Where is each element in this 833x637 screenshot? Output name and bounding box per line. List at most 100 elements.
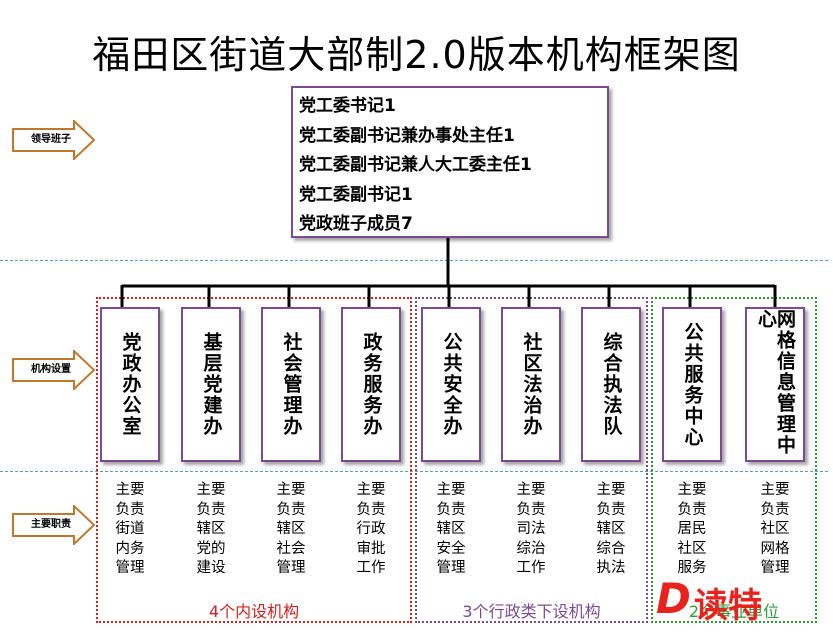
duty-line: 主要 [436, 482, 466, 498]
duty-line: 负责 [436, 501, 466, 518]
duty-line: 审批 [356, 540, 386, 557]
duty-line: 主要 [276, 482, 306, 498]
unit-name: 党政办公室 [119, 332, 142, 437]
duty-line: 工作 [516, 560, 546, 576]
unit-duty-community-law: 主要 负责 司法 综治 工作 [501, 481, 561, 579]
duty-line: 辖区 [276, 521, 306, 537]
unit-name: 公共服务中心 [681, 321, 704, 448]
unit-duty-party-office: 主要 负责 街道 内务 管理 [100, 481, 160, 579]
duty-line: 辖区 [596, 521, 626, 537]
unit-name: 政务服务办 [360, 332, 383, 437]
duty-line: 管理 [276, 560, 306, 576]
watermark-logo: D 读特 [652, 574, 772, 626]
structure-label: 机构设置 [31, 364, 71, 375]
duty-line: 负责 [596, 501, 626, 518]
leadership-item: 党工委副书记兼人大工委主任1 [299, 155, 532, 175]
arrow-right-icon [12, 505, 96, 545]
duty-line: 负责 [115, 501, 145, 518]
duty-line: 管理 [436, 560, 466, 576]
watermark-text: 读特 [694, 586, 762, 626]
duty-line: 管理 [115, 560, 145, 576]
leadership-box: 党工委书记1 党工委副书记兼办事处主任1 党工委副书记兼人大工委主任1 党工委副… [291, 86, 609, 238]
structure-arrow: 机构设置 [12, 350, 96, 390]
unit-box-public-service-center: 公共服务中心 [662, 307, 722, 462]
duty-line: 内务 [115, 540, 145, 557]
duty-line: 负责 [760, 501, 790, 518]
duty-line: 综治 [516, 540, 546, 557]
duty-line: 司法 [516, 521, 546, 537]
leadership-arrow: 领导班子 [12, 120, 96, 160]
unit-name: 综合执法队 [600, 332, 623, 437]
duty-line: 主要 [115, 482, 145, 498]
duties-arrow: 主要职责 [12, 505, 96, 545]
unit-box-community-law: 社区法治办 [501, 307, 561, 462]
duty-line: 居民 [677, 521, 707, 537]
unit-duty-grid-info-center: 主要 负责 社区 网格 管理 [745, 481, 805, 579]
duty-line: 主要 [677, 482, 707, 498]
duty-line: 服务 [677, 560, 707, 576]
duty-line: 主要 [596, 482, 626, 498]
duty-line: 工作 [356, 560, 386, 576]
unit-box-grid-info-center: 网格信息管理中心 [745, 307, 805, 462]
duty-line: 主要 [196, 482, 226, 498]
group-admin-frame [415, 297, 648, 623]
arrow-right-icon [12, 350, 96, 390]
duty-line: 负责 [516, 501, 546, 518]
unit-name: 公共安全办 [440, 332, 463, 437]
unit-duty-public-service-center: 主要 负责 居民 社区 服务 [662, 481, 722, 579]
group-internal-frame [96, 297, 412, 623]
unit-name: 社区法治办 [520, 332, 543, 437]
leadership-item: 党工委副书记兼办事处主任1 [299, 125, 515, 146]
group-public-label: 2个事业单位 [688, 602, 780, 621]
separator-bottom [0, 471, 828, 472]
unit-duty-law-enforcement: 主要 负责 辖区 综合 执法 [581, 481, 641, 579]
unit-box-party-office: 党政办公室 [100, 307, 160, 462]
leadership-item: 党工委书记1 [299, 96, 396, 116]
page-title: 福田区街道大部制2.0版本机构框架图 [92, 33, 741, 77]
duty-line: 综合 [596, 540, 626, 557]
duty-line: 负责 [276, 501, 306, 518]
duty-line: 辖区 [436, 521, 466, 537]
duty-line: 行政 [356, 521, 386, 537]
duty-line: 街道 [115, 521, 145, 537]
group-admin-label: 3个行政类下设机构 [462, 602, 601, 621]
duty-line: 执法 [596, 560, 626, 576]
separator-top [0, 260, 828, 261]
duty-line: 安全 [436, 540, 466, 557]
leadership-label: 领导班子 [31, 134, 71, 145]
leadership-item: 党工委副书记1 [299, 184, 413, 205]
unit-name: 网格信息管理中心 [755, 309, 796, 456]
unit-duty-public-safety: 主要 负责 辖区 安全 管理 [421, 481, 481, 579]
duties-label: 主要职责 [31, 519, 71, 530]
duty-line: 社会 [276, 540, 306, 557]
group-internal-label: 4个内设机构 [208, 602, 300, 621]
duty-line: 负责 [196, 501, 226, 518]
duty-line: 网格 [760, 540, 790, 557]
duty-line: 负责 [677, 501, 707, 518]
unit-duty-party-building: 主要 负责 辖区 党的 建设 [181, 481, 241, 579]
unit-duty-social-management: 主要 负责 辖区 社会 管理 [261, 481, 321, 579]
duty-line: 辖区 [196, 521, 226, 537]
arrow-right-icon [12, 120, 96, 160]
duty-line: 主要 [516, 482, 546, 498]
unit-name: 社会管理办 [280, 332, 303, 437]
unit-name: 基层党建办 [200, 332, 223, 437]
duty-line: 建设 [196, 560, 226, 576]
unit-box-government-service: 政务服务办 [341, 307, 401, 462]
leadership-item: 党政班子成员7 [299, 214, 413, 234]
group-public-frame [651, 297, 817, 623]
unit-box-law-enforcement: 综合执法队 [581, 307, 641, 462]
duty-line: 管理 [760, 560, 790, 576]
unit-box-public-safety: 公共安全办 [421, 307, 481, 462]
duty-line: 社区 [760, 521, 790, 537]
duty-line: 党的 [196, 540, 226, 557]
unit-box-social-management: 社会管理办 [261, 307, 321, 462]
duty-line: 社区 [677, 540, 707, 557]
unit-duty-government-service: 主要 负责 行政 审批 工作 [341, 481, 401, 579]
duty-line: 负责 [356, 501, 386, 518]
watermark-mark: D [656, 574, 691, 623]
duty-line: 主要 [356, 482, 386, 498]
duty-line: 主要 [760, 482, 790, 498]
unit-box-party-building: 基层党建办 [181, 307, 241, 462]
